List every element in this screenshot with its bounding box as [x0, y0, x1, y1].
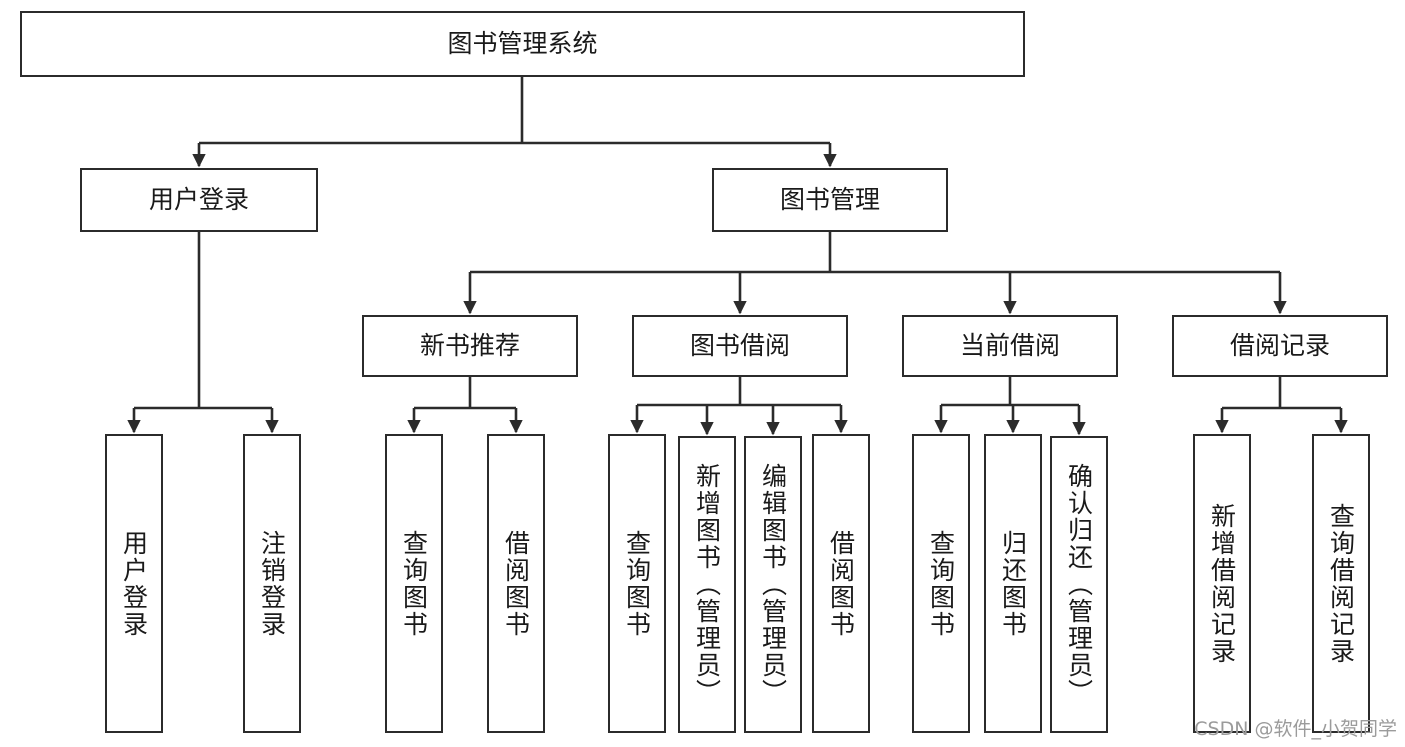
node-label: 注销登录: [257, 529, 287, 638]
node-leaf-logout[interactable]: 注销登录: [243, 434, 301, 733]
node-label: 新增图书（管理员）: [692, 463, 722, 706]
node-leaf-query-borrow-record[interactable]: 查询借阅记录: [1312, 434, 1370, 733]
node-label: 查询图书: [399, 529, 429, 638]
node-label: 用户登录: [148, 185, 249, 215]
node-label: 图书借阅: [689, 331, 790, 361]
node-new-book-recommend[interactable]: 新书推荐: [362, 315, 578, 377]
node-leaf-user-login[interactable]: 用户登录: [105, 434, 163, 733]
node-label: 借阅图书: [501, 529, 531, 638]
node-label: 编辑图书（管理员）: [758, 463, 788, 706]
node-label: 新增借阅记录: [1207, 502, 1237, 665]
node-label: 确认归还（管理员）: [1064, 463, 1094, 706]
node-label: 借阅图书: [826, 529, 856, 638]
node-leaf-query-book-3[interactable]: 查询图书: [912, 434, 970, 733]
node-leaf-confirm-return-admin[interactable]: 确认归还（管理员）: [1050, 436, 1108, 733]
node-leaf-query-book-1[interactable]: 查询图书: [385, 434, 443, 733]
node-label: 归还图书: [998, 529, 1028, 638]
node-label: 图书管理: [779, 185, 880, 215]
node-leaf-query-book-2[interactable]: 查询图书: [608, 434, 666, 733]
watermark-text: CSDN @软件_小贺同学: [1194, 718, 1397, 740]
node-leaf-borrow-book-2[interactable]: 借阅图书: [812, 434, 870, 733]
node-book-manage[interactable]: 图书管理: [712, 168, 948, 232]
node-book-borrow[interactable]: 图书借阅: [632, 315, 848, 377]
node-borrow-record[interactable]: 借阅记录: [1172, 315, 1388, 377]
node-label: 查询图书: [926, 529, 956, 638]
node-label: 用户登录: [119, 529, 149, 638]
node-label: 查询图书: [622, 529, 652, 638]
node-label: 借阅记录: [1229, 331, 1330, 361]
node-root-system[interactable]: 图书管理系统: [20, 11, 1025, 77]
node-leaf-return-book[interactable]: 归还图书: [984, 434, 1042, 733]
node-label: 当前借阅: [959, 331, 1060, 361]
node-leaf-edit-book-admin[interactable]: 编辑图书（管理员）: [744, 436, 802, 733]
node-label: 新书推荐: [419, 331, 520, 361]
node-label: 图书管理系统: [447, 29, 598, 59]
node-leaf-borrow-book-1[interactable]: 借阅图书: [487, 434, 545, 733]
node-leaf-add-borrow-record[interactable]: 新增借阅记录: [1193, 434, 1251, 733]
node-label: 查询借阅记录: [1326, 502, 1356, 665]
node-current-borrow[interactable]: 当前借阅: [902, 315, 1118, 377]
node-leaf-add-book-admin[interactable]: 新增图书（管理员）: [678, 436, 736, 733]
node-user-login[interactable]: 用户登录: [80, 168, 318, 232]
